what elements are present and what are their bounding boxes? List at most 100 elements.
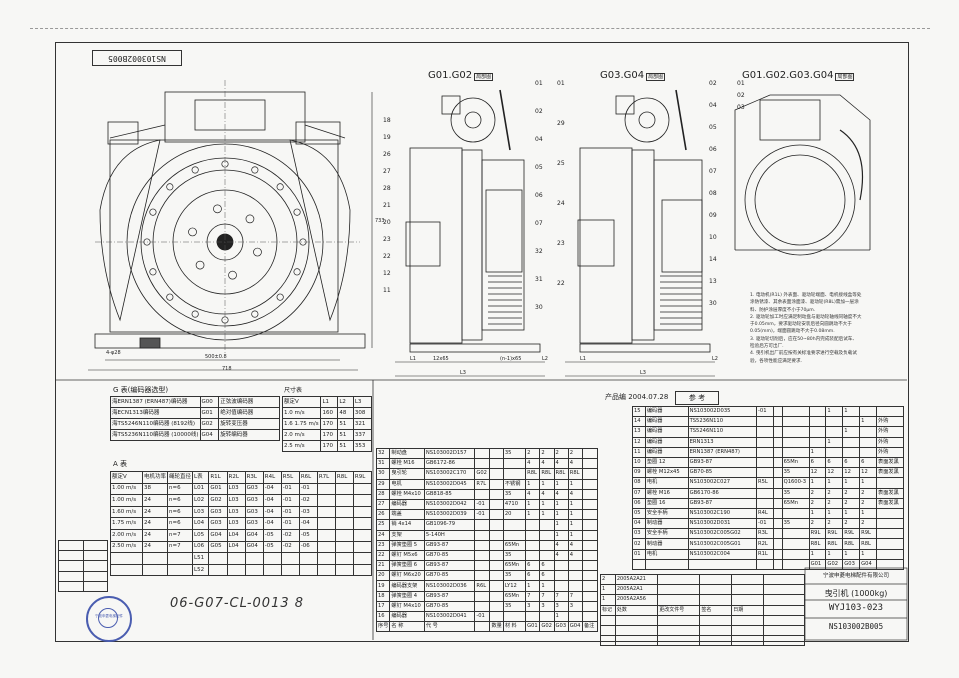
drum-bolt-hole	[251, 166, 259, 174]
hub-bolt-hole	[195, 260, 205, 270]
balloon-label: 23	[557, 240, 565, 247]
side-view-2	[565, 89, 715, 377]
drum-bolt-hole	[166, 293, 174, 301]
table-cell	[657, 635, 701, 647]
handle-block	[615, 95, 635, 115]
partial-drum-inner	[754, 154, 846, 246]
balloon-label: 18	[383, 117, 391, 124]
table-cell: L52	[192, 563, 210, 577]
table-cell	[352, 563, 373, 577]
sheave-window	[661, 199, 703, 273]
table-cell: G03	[244, 505, 264, 519]
table-cell	[208, 552, 228, 565]
table-cell: G04	[199, 429, 220, 441]
dim-l3: L3	[640, 370, 646, 376]
table-cell	[244, 552, 264, 565]
dim-height: 733	[375, 218, 385, 224]
hub-bolt-hole	[245, 214, 255, 224]
brake-disc-top	[624, 97, 670, 143]
encoder-box	[405, 221, 441, 267]
table-cell	[352, 517, 373, 530]
brake-arm-right	[304, 124, 346, 139]
note-line: 涂防锈漆、其余表面涂面漆、驱动轮(R8L)需加一层涂	[750, 300, 859, 306]
table-cell: L04	[226, 540, 246, 554]
dim-holes: 4-φ28	[106, 350, 121, 356]
spring-left	[107, 121, 139, 145]
table-cell: 2.5 m/s	[281, 440, 322, 452]
dim-12x65: 12x65	[433, 356, 449, 362]
table-cell: 序号	[375, 621, 391, 633]
table-cell: G04	[244, 528, 264, 542]
note-line: 于0.05mm，要求驱动轮安装后径向圆跳动不大于	[750, 322, 852, 328]
table-cell	[876, 558, 904, 571]
technical-notes: 1. 电动机(R1L) 外表面、驱动轮端面、电机接线盒等处涂防锈漆、其余表面涂面…	[750, 292, 880, 365]
drum-bolt-hole	[293, 208, 301, 216]
drawing-frame	[55, 42, 909, 642]
title-drawing-number: NS103002B005	[828, 622, 884, 631]
table-cell: L03	[192, 505, 210, 519]
hub-bolt-hole	[228, 270, 237, 280]
balloon-label: 22	[383, 253, 391, 260]
balloon-label: 01	[557, 80, 565, 87]
base-plate-side	[409, 343, 541, 353]
side-view-1	[395, 89, 545, 377]
dim-l2: L2	[542, 356, 548, 362]
sheave-window	[485, 189, 523, 273]
balloon-label: 05	[535, 164, 543, 171]
table-cell	[763, 635, 805, 647]
a-table-title: A 表	[113, 460, 128, 468]
company-stamp: 宁波申菱电梯配件	[86, 596, 132, 642]
balloon-label: 02	[737, 92, 745, 99]
top-border-strip	[30, 28, 930, 39]
table-cell	[352, 505, 373, 519]
balloon-label: 14	[709, 256, 717, 263]
balloon-label: 07	[535, 220, 543, 227]
table-cell: G01	[208, 482, 228, 496]
table-cell: 名 称	[389, 621, 425, 633]
table-cell	[352, 528, 373, 542]
balloon-label: 28	[383, 185, 391, 192]
table-cell: -03	[298, 505, 318, 519]
table-cell: L51	[192, 552, 210, 565]
balloon-label: 19	[383, 134, 391, 141]
balloon-label: 12	[383, 270, 391, 277]
drum-bolt-hole	[276, 183, 284, 191]
dim-inner-width: 500±0.8	[205, 354, 227, 360]
drum-bolt-hole	[166, 183, 174, 191]
drum-bolt-hole	[149, 268, 157, 276]
table-cell: 备注	[581, 621, 599, 633]
balloon-label: 26	[383, 151, 391, 158]
table-cell: 海TS5236N110编码器 (10000线)	[110, 429, 201, 441]
table-cell	[614, 635, 659, 647]
table-cell: G03	[244, 517, 264, 530]
base-plate-side	[579, 343, 711, 353]
ref-box: 参 考	[675, 391, 719, 405]
partial-brake	[759, 99, 821, 141]
hub-bolt-hole	[188, 227, 197, 237]
part-model: WYJ103-023	[828, 603, 884, 613]
drum-bolt-hole	[191, 310, 199, 318]
part-name: 曳引机 (1000kg)	[824, 589, 888, 598]
balloon-label: 02	[709, 80, 717, 87]
balloon-label: 24	[557, 200, 565, 207]
